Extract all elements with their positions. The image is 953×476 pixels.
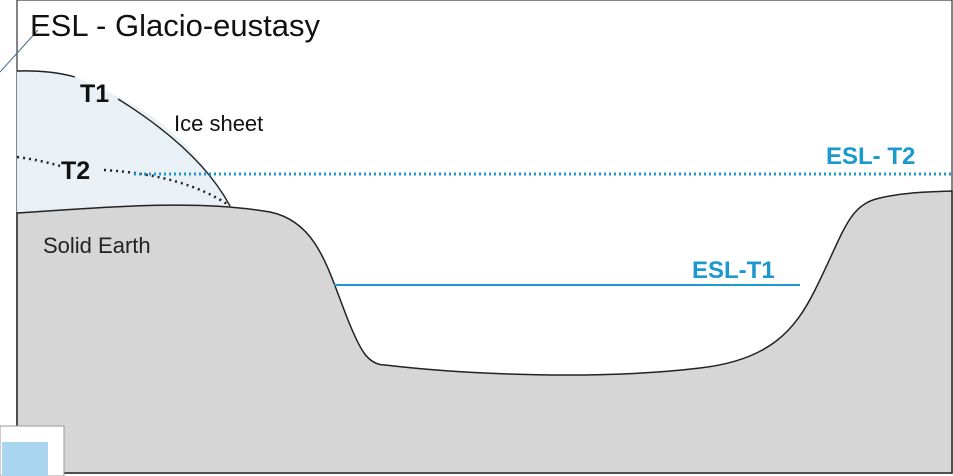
label-ice-sheet: Ice sheet	[174, 111, 264, 136]
label-t1: T1	[80, 80, 110, 108]
leader-line	[0, 29, 39, 73]
solid-earth	[16, 190, 953, 474]
diagram-title: ESL - Glacio-eustasy	[30, 8, 321, 43]
label-t2: T2	[61, 157, 91, 185]
label-esl-t2: ESL- T2	[826, 143, 916, 170]
legend-swatch	[2, 442, 48, 476]
ice-sheet-outline-t2	[16, 155, 231, 208]
ice-sheet-outline-t1	[16, 70, 231, 207]
label-esl-t1: ESL-T1	[692, 257, 775, 284]
label-solid-earth: Solid Earth	[43, 233, 151, 258]
ice-sheet	[17, 70, 230, 212]
